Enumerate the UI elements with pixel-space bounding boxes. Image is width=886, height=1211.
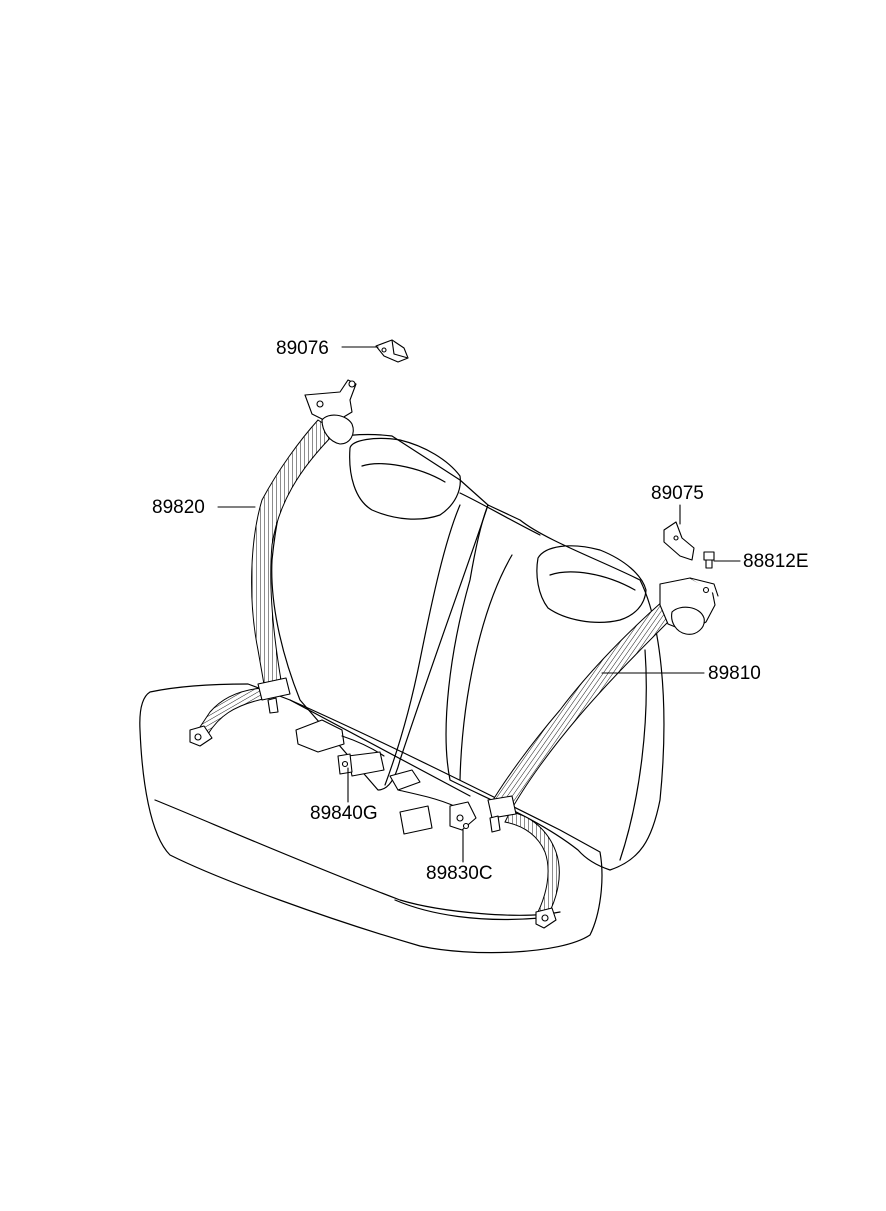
seat-cushion [139, 683, 603, 954]
part-label-89810: 89810 [708, 663, 761, 684]
bracket-89075 [663, 521, 695, 561]
left-anchor [189, 725, 213, 747]
right-retractor [659, 577, 719, 635]
left-retractor [304, 379, 357, 445]
center-buckle-89830c [389, 769, 477, 835]
seat-back-left [271, 433, 489, 791]
left-belt-guide [257, 677, 291, 714]
seat-back-right [445, 504, 665, 871]
left-belt-lower-strap [197, 687, 269, 735]
right-belt-lower-strap [504, 811, 560, 916]
headrest-right [536, 545, 647, 623]
center-buckle-89840g [295, 719, 385, 777]
part-label-89075: 89075 [651, 483, 704, 504]
right-belt-guide [487, 795, 517, 833]
right-anchor [535, 907, 557, 929]
part-label-88812e: 88812E [743, 551, 809, 572]
left-belt-webbing [251, 419, 337, 691]
bracket-89076 [375, 339, 409, 363]
part-label-89076: 89076 [276, 338, 329, 359]
part-label-89830c: 89830C [426, 863, 493, 884]
part-label-89840g: 89840G [310, 803, 378, 824]
right-belt-webbing [489, 599, 673, 813]
part-label-89820: 89820 [152, 497, 205, 518]
headrest-left [349, 437, 461, 520]
bolt-88812e [703, 551, 715, 569]
